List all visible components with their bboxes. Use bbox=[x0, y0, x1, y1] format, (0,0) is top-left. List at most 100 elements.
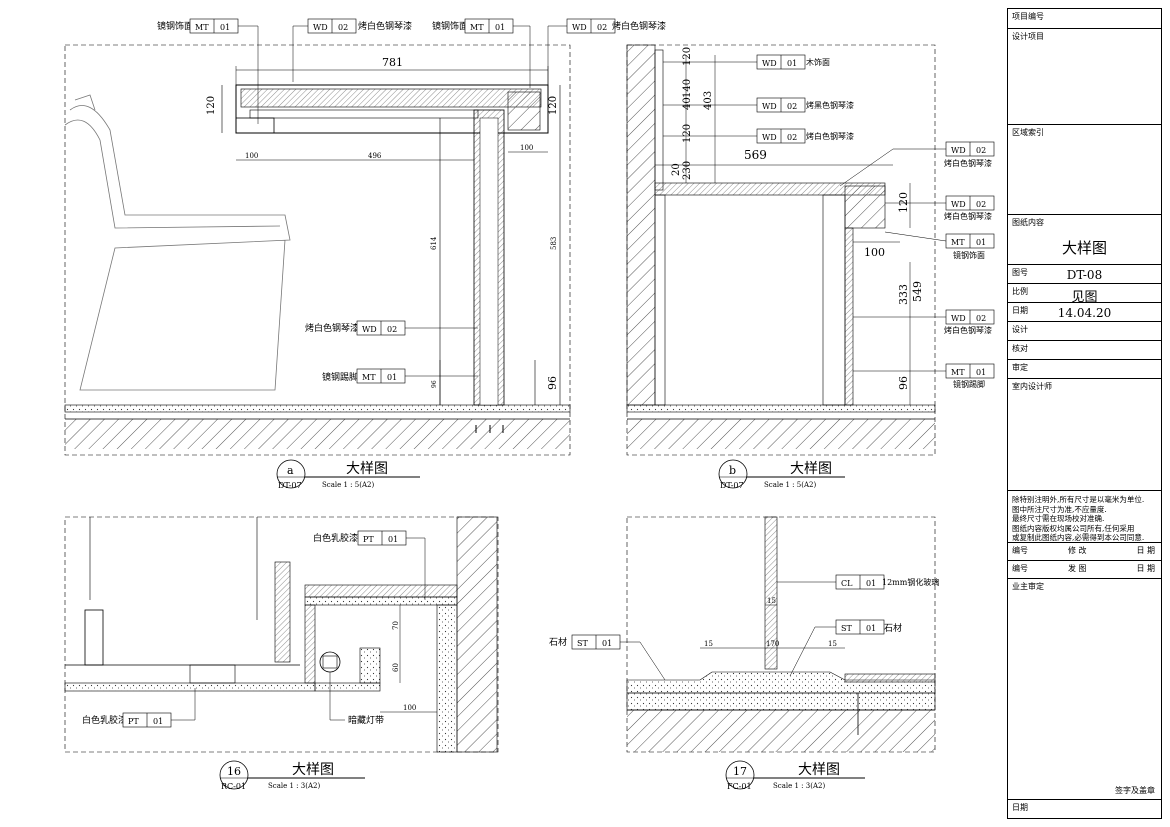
dim-17-15-right: 15 bbox=[828, 640, 837, 648]
svg-text:烤白色钢琴漆: 烤白色钢琴漆 bbox=[944, 325, 992, 335]
svg-text:01: 01 bbox=[787, 59, 797, 68]
svg-text:02: 02 bbox=[387, 325, 397, 334]
callout-b-4: WD 02 烤白色钢琴漆 bbox=[839, 141, 995, 187]
svg-text:ST: ST bbox=[841, 624, 852, 633]
svg-text:17: 17 bbox=[733, 765, 747, 778]
tb-drawing-no: 图号 DT-08 bbox=[1008, 265, 1161, 284]
dim-b-549: 549 bbox=[911, 281, 924, 302]
tb-drawing-content-value: 大样图 bbox=[1061, 239, 1107, 257]
callout-16-3: 暗藏灯带 bbox=[329, 672, 384, 726]
svg-text:WD: WD bbox=[951, 314, 966, 323]
callout-16-1: 白色乳胶漆 PT 01 bbox=[313, 530, 426, 600]
tb-area-index: 区域索引 bbox=[1008, 125, 1161, 215]
dim-b-100: 100 bbox=[864, 246, 885, 259]
svg-text:02: 02 bbox=[787, 133, 797, 142]
callout-16-2: 白色乳胶漆 PT 01 bbox=[82, 688, 196, 728]
tb-project-label: 设计项目 bbox=[1012, 32, 1044, 41]
svg-text:MT: MT bbox=[195, 23, 209, 32]
tb-owner-review-label: 业主审定 bbox=[1012, 582, 1044, 591]
tb-date-label: 日期 bbox=[1012, 306, 1028, 315]
svg-text:WD: WD bbox=[762, 59, 777, 68]
tb-issue-date: 日 期 bbox=[1136, 564, 1155, 573]
dim-b-403: 403 bbox=[703, 91, 714, 110]
svg-text:白色乳胶漆: 白色乳胶漆 bbox=[82, 714, 127, 726]
tb-project: 设计项目 bbox=[1008, 29, 1161, 125]
svg-text:烤白色钢琴漆: 烤白色钢琴漆 bbox=[806, 131, 854, 141]
svg-text:大样图: 大样图 bbox=[790, 461, 832, 477]
tb-drawing-no-label: 图号 bbox=[1012, 268, 1028, 277]
svg-text:烤白色钢琴漆: 烤白色钢琴漆 bbox=[944, 158, 992, 168]
svg-text:石材: 石材 bbox=[884, 622, 902, 634]
dim-b-120-right: 120 bbox=[897, 192, 910, 213]
svg-text:02: 02 bbox=[976, 146, 986, 155]
svg-text:WD: WD bbox=[572, 23, 587, 32]
detail-b-title: b DT-07 大样图 Scale 1 : 5(A2) bbox=[718, 459, 845, 490]
tb-revision-row: 编号 修 改 日 期 bbox=[1008, 543, 1161, 561]
callout-b-7: WD 02 烤白色钢琴漆 bbox=[853, 309, 995, 335]
tb-rev-change: 修 改 bbox=[1068, 546, 1087, 555]
tb-area-index-label: 区域索引 bbox=[1012, 128, 1044, 137]
title-block: 项目编号 设计项目 区域索引 图纸内容 大样图 图号 DT-08 比例 见图 日… bbox=[1007, 8, 1162, 819]
tb-scale-label: 比例 bbox=[1012, 287, 1028, 296]
detail-17: 15 15 170 15 CL 01 12mm钢化玻璃 ST 01 石材 石材 … bbox=[549, 516, 939, 791]
tb-date-value: 14.04.20 bbox=[1057, 306, 1112, 320]
tb-review: 审定 bbox=[1008, 360, 1161, 379]
svg-text:烤白色钢琴漆: 烤白色钢琴漆 bbox=[358, 20, 412, 32]
detail-17-title: 17 FC-01 大样图 Scale 1 : 3(A2) bbox=[725, 760, 865, 791]
detail-drawings: 781 120 120 100 496 100 614 583 96 96 镜钢… bbox=[64, 18, 995, 791]
dim-b-569: 569 bbox=[744, 148, 767, 162]
callout-b-8: MT 01 镜钢踢脚 bbox=[853, 363, 995, 389]
dim-a-781: 781 bbox=[382, 56, 403, 69]
dim-a-96-left: 96 bbox=[431, 380, 438, 388]
svg-text:PT: PT bbox=[363, 535, 374, 544]
tb-owner-review: 业主审定 签字及盖章 bbox=[1008, 579, 1161, 800]
svg-text:WD: WD bbox=[951, 146, 966, 155]
callout-b-1: WD 01 木饰面 bbox=[663, 54, 830, 70]
tb-project-no-label: 项目编号 bbox=[1012, 12, 1044, 21]
svg-text:ST: ST bbox=[577, 639, 588, 648]
svg-text:02: 02 bbox=[597, 23, 607, 32]
svg-text:01: 01 bbox=[976, 368, 986, 377]
dim-16-70: 70 bbox=[392, 621, 400, 630]
dim-17-170: 170 bbox=[766, 640, 779, 648]
tb-scale: 比例 见图 bbox=[1008, 284, 1161, 305]
svg-text:01: 01 bbox=[220, 23, 230, 32]
tb-designer-label: 室内设计师 bbox=[1012, 382, 1052, 391]
svg-text:01: 01 bbox=[388, 535, 398, 544]
tb-rev-no: 编号 bbox=[1012, 546, 1028, 555]
tb-issue-text: 发 图 bbox=[1068, 564, 1087, 573]
svg-text:MT: MT bbox=[951, 368, 965, 377]
callout-a-3: 镜钢饰面 MT 01 bbox=[432, 18, 531, 88]
svg-text:镜钢踢脚: 镜钢踢脚 bbox=[953, 379, 985, 389]
dim-a-100-left: 100 bbox=[245, 152, 258, 160]
svg-text:DT-07: DT-07 bbox=[720, 481, 744, 490]
callout-b-3: WD 02 烤白色钢琴漆 bbox=[663, 128, 854, 144]
svg-text:b: b bbox=[729, 464, 736, 477]
callout-17-2: ST 01 石材 bbox=[789, 619, 902, 677]
callout-b-2: WD 02 烤黑色钢琴漆 bbox=[663, 97, 854, 113]
dim-a-120-left: 120 bbox=[206, 96, 217, 115]
svg-text:02: 02 bbox=[787, 102, 797, 111]
svg-text:大样图: 大样图 bbox=[346, 461, 388, 477]
dim-a-96-right: 96 bbox=[546, 376, 559, 390]
detail-a: 781 120 120 100 496 100 614 583 96 96 镜钢… bbox=[64, 18, 666, 490]
svg-text:镜钢饰面: 镜钢饰面 bbox=[953, 250, 985, 260]
tb-drawing-content: 图纸内容 大样图 bbox=[1008, 215, 1161, 265]
callout-17-1: CL 01 12mm钢化玻璃 bbox=[777, 574, 939, 590]
svg-text:大样图: 大样图 bbox=[292, 762, 334, 778]
dim-a-583: 583 bbox=[550, 237, 558, 250]
svg-text:烤白色钢琴漆: 烤白色钢琴漆 bbox=[305, 322, 359, 334]
svg-text:MT: MT bbox=[362, 373, 376, 382]
detail-a-title: a DT-07 大样图 Scale 1 : 5(A2) bbox=[276, 459, 420, 490]
detail-16-title: 16 RC-01 大样图 Scale 1 : 3(A2) bbox=[219, 760, 365, 791]
svg-text:木饰面: 木饰面 bbox=[806, 57, 830, 67]
svg-text:01: 01 bbox=[153, 717, 163, 726]
svg-text:大样图: 大样图 bbox=[798, 762, 840, 778]
svg-text:01: 01 bbox=[866, 624, 876, 633]
svg-text:16: 16 bbox=[227, 765, 241, 778]
svg-text:FC-01: FC-01 bbox=[727, 782, 752, 791]
svg-text:白色乳胶漆: 白色乳胶漆 bbox=[313, 532, 358, 544]
tb-issue-no: 编号 bbox=[1012, 564, 1028, 573]
tb-check-label: 核对 bbox=[1012, 344, 1028, 353]
svg-text:烤白色钢琴漆: 烤白色钢琴漆 bbox=[612, 20, 666, 32]
